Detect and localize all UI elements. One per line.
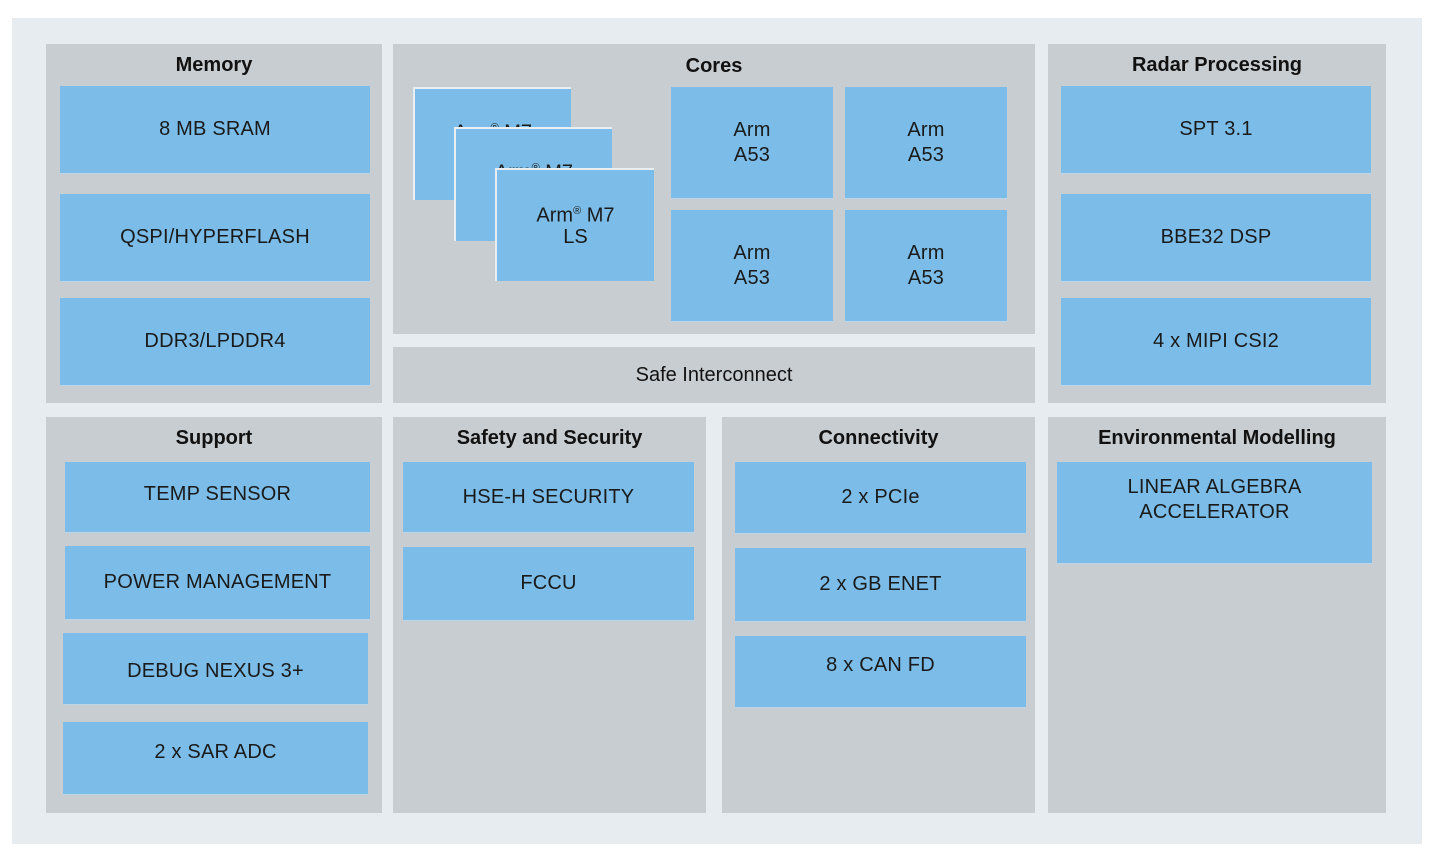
support-power-block: POWER MANAGEMENT — [65, 546, 370, 620]
radar-title: Radar Processing — [1131, 54, 1303, 76]
radar-mipi-block: 4 x MIPI CSI2 — [1061, 298, 1371, 386]
safe-interconnect-bar: Safe Interconnect — [393, 347, 1035, 403]
memory-sram-block: 8 MB SRAM — [60, 86, 370, 174]
connectivity-title: Connectivity — [818, 427, 939, 449]
support-title: Support — [175, 427, 253, 449]
connectivity-can-block: 8 x CAN FD — [735, 636, 1026, 708]
support-adc-block: 2 x SAR ADC — [63, 722, 368, 795]
support-panel: Support TEMP SENSOR POWER MANAGEMENT DEB… — [46, 417, 382, 813]
safety-hse-block: HSE-H SECURITY — [403, 462, 694, 533]
radar-panel: Radar Processing SPT 3.1 BBE32 DSP 4 x M… — [1048, 44, 1386, 403]
cores-title: Cores — [685, 55, 743, 77]
radar-dsp-block: BBE32 DSP — [1061, 194, 1371, 282]
support-debug-block: DEBUG NEXUS 3+ — [63, 633, 368, 705]
m7-core-front: Arm® M7 LS — [495, 168, 654, 281]
environment-title: Environmental Modelling — [1098, 427, 1336, 449]
connectivity-enet-block: 2 x GB ENET — [735, 548, 1026, 622]
safety-fccu-block: FCCU — [403, 547, 694, 621]
safety-title: Safety and Security — [456, 427, 643, 449]
m7-ls-label: LS — [563, 226, 588, 248]
memory-title: Memory — [175, 54, 253, 76]
cores-panel: Cores Arm® M7 Arm® M7 Arm® M7 LS ArmA53 … — [393, 44, 1035, 334]
memory-ddr-block: DDR3/LPDDR4 — [60, 298, 370, 386]
memory-panel: Memory 8 MB SRAM QSPI/HYPERFLASH DDR3/LP… — [46, 44, 382, 403]
support-temp-block: TEMP SENSOR — [65, 462, 370, 533]
radar-spt-block: SPT 3.1 — [1061, 86, 1371, 174]
safety-panel: Safety and Security HSE-H SECURITY FCCU — [393, 417, 706, 813]
connectivity-pcie-block: 2 x PCIe — [735, 462, 1026, 534]
connectivity-panel: Connectivity 2 x PCIe 2 x GB ENET 8 x CA… — [722, 417, 1035, 813]
memory-flash-block: QSPI/HYPERFLASH — [60, 194, 370, 282]
